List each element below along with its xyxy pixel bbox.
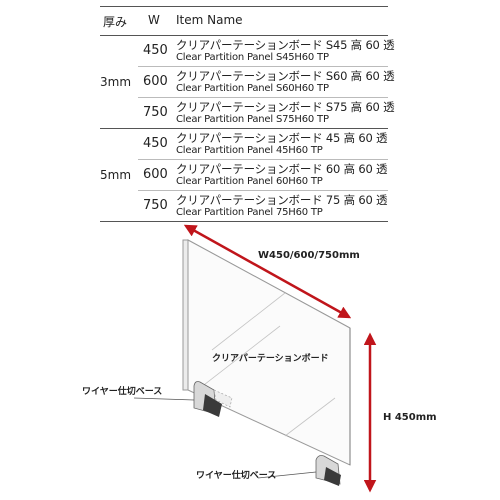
width-value: 600 (143, 167, 168, 182)
height-dimension-label: H 450mm (383, 412, 437, 423)
width-value: 750 (143, 198, 168, 213)
spec-table: 厚み W Item Name 3mm 450 クリアパーテーションボード S45… (100, 6, 395, 222)
item-name-en: Clear Partition Panel S60H60 TP (176, 83, 329, 94)
item-name-jp: クリアパーテーションボード S45 高 60 透 (176, 38, 395, 52)
group-5mm: 5mm 450 クリアパーテーションボード 45 高 60 透 Clear Pa… (100, 129, 388, 222)
width-value: 450 (143, 136, 168, 151)
header-width: W (148, 13, 160, 27)
table-row: 600 クリアパーテーションボード S60 高 60 透 Clear Parti… (138, 67, 395, 98)
table-header-row: 厚み W Item Name (100, 6, 388, 36)
item-name-jp: クリアパーテーションボード S75 高 60 透 (176, 100, 395, 114)
item-name-en: Clear Partition Panel 75H60 TP (176, 207, 323, 218)
group-3mm: 3mm 450 クリアパーテーションボード S45 高 60 透 Clear P… (100, 36, 395, 129)
wire-base-label: ワイヤー仕切ベース (196, 471, 277, 481)
wire-base-left (193, 381, 233, 417)
leader-line (133, 397, 195, 401)
width-value: 750 (143, 105, 168, 120)
item-name-en: Clear Partition Panel 45H60 TP (176, 145, 323, 156)
width-dimension-label: W450/600/750mm (258, 250, 360, 261)
wire-base-label: ワイヤー仕切ベース (82, 387, 163, 397)
panel-name-label: クリアパーテーションボード (212, 354, 329, 364)
header-item-name: Item Name (176, 13, 243, 27)
item-name-jp: クリアパーテーションボード S60 高 60 透 (176, 69, 395, 83)
leader-line (257, 471, 317, 479)
table-row: 450 クリアパーテーションボード S45 高 60 透 Clear Parti… (138, 36, 395, 67)
width-value: 450 (143, 43, 168, 58)
item-name-jp: クリアパーテーションボード 75 高 60 透 (176, 193, 388, 207)
table-row: 450 クリアパーテーションボード 45 高 60 透 Clear Partit… (138, 129, 388, 160)
item-name-en: Clear Partition Panel S75H60 TP (176, 114, 329, 125)
table-row: 750 クリアパーテーションボード S75 高 60 透 Clear Parti… (138, 98, 395, 128)
width-value: 600 (143, 74, 168, 89)
product-diagram: W450/600/750mm H 450mm クリアパーテーションボード ワイヤ… (0, 220, 500, 500)
width-arrow (183, 224, 352, 319)
item-name-jp: クリアパーテーションボード 60 高 60 透 (176, 162, 388, 176)
table-row: 600 クリアパーテーションボード 60 高 60 透 Clear Partit… (138, 160, 388, 191)
table-row: 750 クリアパーテーションボード 75 高 60 透 Clear Partit… (138, 191, 388, 221)
panel-illustration (133, 224, 377, 493)
item-name-en: Clear Partition Panel S45H60 TP (176, 52, 329, 63)
wire-base-right (315, 455, 341, 486)
item-name-jp: クリアパーテーションボード 45 高 60 透 (176, 131, 388, 145)
item-name-en: Clear Partition Panel 60H60 TP (176, 176, 323, 187)
header-thickness: 厚み (103, 15, 128, 29)
thickness-label: 5mm (100, 168, 132, 182)
thickness-label: 3mm (100, 75, 132, 89)
